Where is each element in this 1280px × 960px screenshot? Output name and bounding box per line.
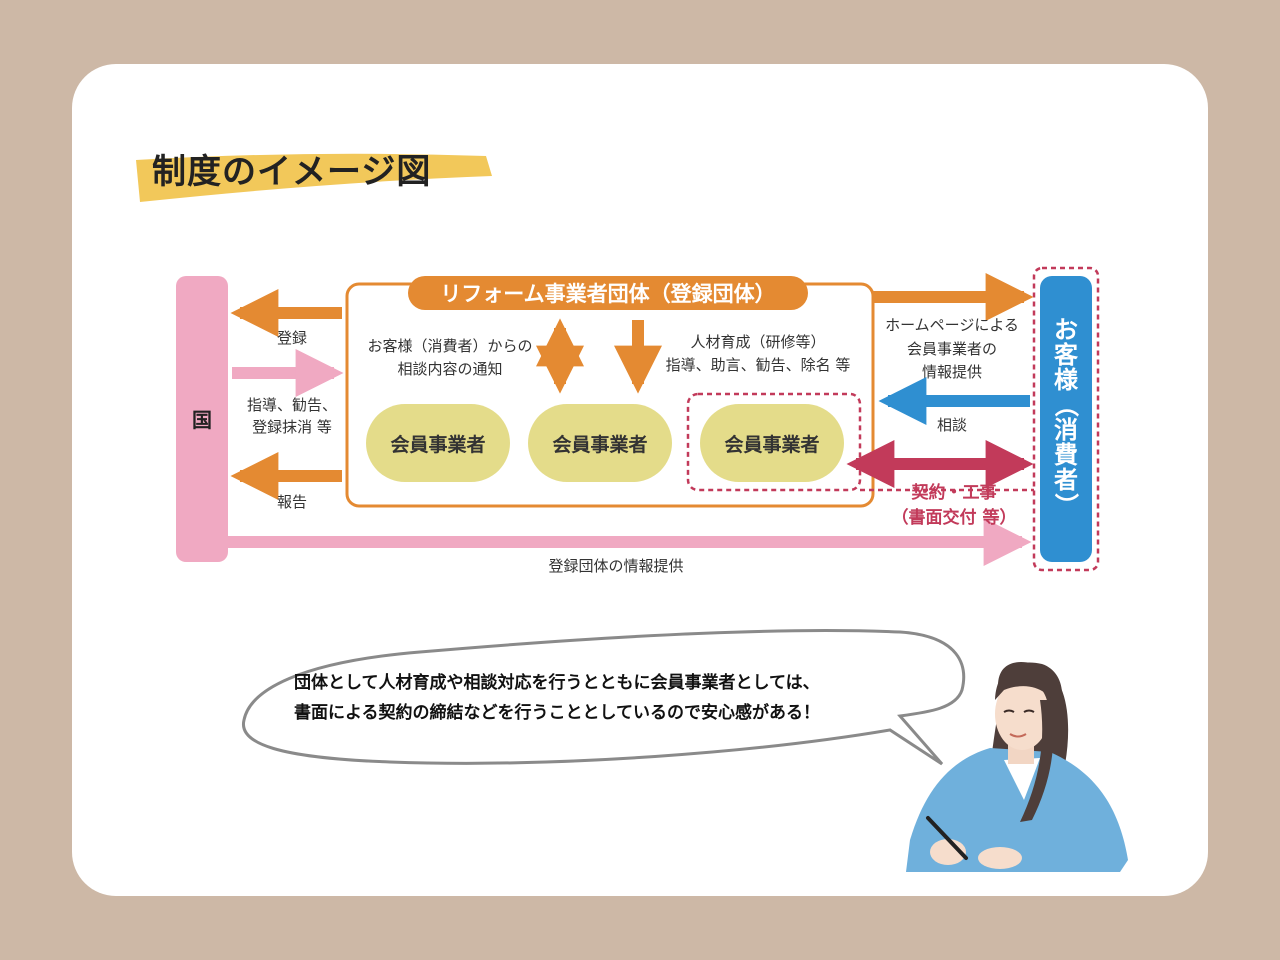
customer-label-char: 費 (1054, 441, 1078, 469)
contract-line-2: （書面交付 等） (892, 507, 1017, 528)
organization-label: リフォーム事業者団体（登録団体） (440, 282, 775, 306)
customer-label-char: ） (1052, 493, 1080, 517)
training-line-2: 指導、助言、勧告、除名 等 (666, 356, 851, 374)
member-oval-3 (700, 404, 844, 482)
training-line-1: 人材育成（研修等） (690, 333, 825, 351)
customer-label-char: 様 (1054, 366, 1079, 394)
registration-label: 登録 (277, 329, 307, 347)
left-hand (978, 847, 1022, 869)
customer-dashed-frame (1032, 266, 1100, 572)
customer-label-char: 者 (1054, 466, 1078, 494)
customer-label-char: 消 (1054, 416, 1078, 444)
kuni-pillar (176, 276, 228, 562)
member-dashed-frame (686, 392, 862, 492)
speech-line-2: 書面による契約の締結などを行うこととしているので安心感がある！ (294, 703, 820, 723)
customer-label-char: （ (1052, 393, 1080, 417)
member-label-3: 会員事業者 (724, 433, 819, 456)
pen-icon (926, 816, 968, 860)
guidance-label-2: 登録抹消 等 (252, 418, 332, 436)
customer-label-char: お (1054, 316, 1078, 344)
kuni-label: 国 (192, 408, 212, 432)
guidance-label-1: 指導、勧告、 (247, 396, 337, 414)
homepage-info-line-1: ホームページによる (885, 316, 1019, 334)
shirt-collar (1004, 758, 1040, 800)
member-oval-2 (528, 404, 672, 482)
hair-front (995, 662, 1063, 712)
mouth (1009, 733, 1027, 738)
customer-pillar (1040, 276, 1092, 562)
title-highlight (136, 153, 492, 202)
report-label: 報告 (277, 493, 307, 511)
registry-info-label: 登録団体の情報提供 (548, 557, 683, 575)
customer-label-char: 客 (1054, 341, 1079, 369)
member-oval-1 (366, 404, 510, 482)
consultation-notice-line-1: お客様（消費者）からの (367, 337, 532, 355)
homepage-info-line-3: 情報提供 (922, 363, 982, 381)
consultation-label: 相談 (937, 416, 967, 434)
customer-label: お客様（消費者） (1052, 316, 1080, 517)
hair-side (1020, 700, 1054, 822)
jacket (906, 748, 1128, 872)
face (995, 678, 1049, 750)
left-eye (1003, 709, 1015, 713)
speech-line-1: 団体として人材育成や相談対応を行うとともに会員事業者としては、 (294, 673, 820, 693)
member-label-1: 会員事業者 (390, 433, 485, 456)
right-hand (930, 839, 966, 865)
title-block: 制度のイメージ図 (130, 138, 500, 208)
page-title: 制度のイメージ図 (152, 152, 432, 192)
homepage-info-line-2: 会員事業者の (907, 340, 997, 358)
speech-bubble-outline (241, 629, 966, 766)
contract-line-1: 契約・工事 (911, 482, 997, 503)
organization-banner (408, 276, 808, 310)
speech-text: 団体として人材育成や相談対応を行うとともに会員事業者としては、 書面による契約の… (294, 668, 934, 728)
consultation-notice-line-2: 相談内容の通知 (397, 360, 502, 378)
right-eye (1023, 709, 1035, 713)
member-label-2: 会員事業者 (552, 433, 647, 456)
